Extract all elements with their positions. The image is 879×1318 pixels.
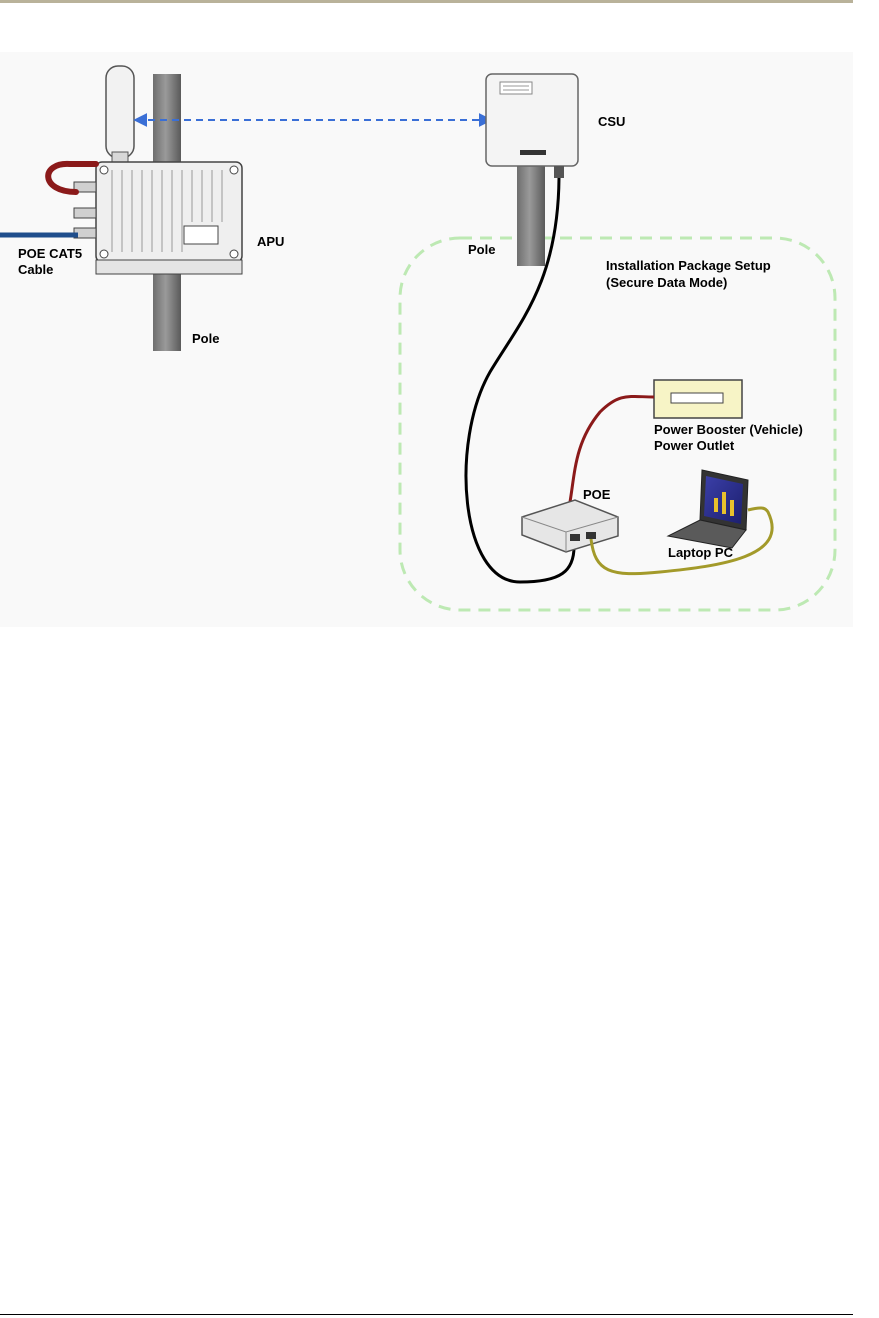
poe-cable-label-line1: POE CAT5 (18, 246, 82, 261)
apu-pole-label: Pole (192, 331, 219, 346)
csu-pole-label: Pole (468, 242, 495, 257)
footer-rule (0, 1314, 853, 1315)
power-booster-icon (654, 380, 742, 418)
apu-label: APU (257, 234, 284, 249)
csu-icon (486, 74, 578, 178)
laptop-label: Laptop PC (668, 545, 734, 560)
apu-icon (74, 162, 242, 274)
csu-label: CSU (598, 114, 625, 129)
poe-label: POE (583, 487, 611, 502)
header-rule (0, 0, 853, 3)
csu-pole (517, 162, 545, 266)
antenna-icon (106, 66, 134, 164)
package-title-line2: (Secure Data Mode) (606, 275, 727, 290)
package-title-line1: Installation Package Setup (606, 258, 771, 273)
poe-cable-label-line2: Cable (18, 262, 53, 277)
booster-label-line2: Power Outlet (654, 438, 735, 453)
booster-label-line1: Power Booster (Vehicle) (654, 422, 803, 437)
installation-diagram: CSU APU POE CAT5 Cable Pole Pole Install… (0, 52, 853, 627)
